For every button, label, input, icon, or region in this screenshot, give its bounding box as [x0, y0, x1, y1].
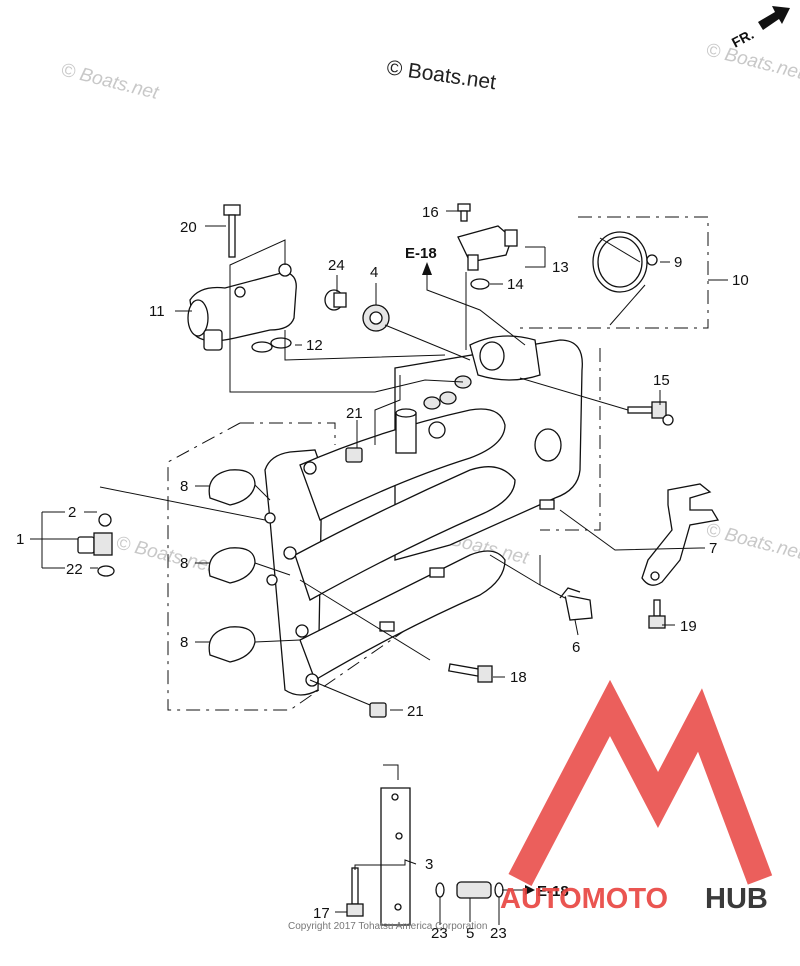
front-arrow-icon: [758, 6, 790, 30]
bracket-7: [641, 483, 720, 586]
callout-19: 19: [680, 618, 697, 635]
outline-21: [240, 422, 336, 445]
front-arrow: FR.: [729, 6, 790, 51]
bolt-19: [648, 599, 666, 629]
ref-label: E-18: [537, 883, 569, 900]
up-arrow-icon: [422, 262, 432, 275]
bolt-20: [223, 204, 241, 258]
cap-24: [324, 289, 347, 311]
outline-manifold: [167, 422, 421, 711]
leader-lines: [30, 210, 728, 925]
logo-text-left: AUTOMOTO: [500, 883, 668, 915]
gasket-22: [97, 565, 115, 577]
washer-23-left: [435, 882, 445, 898]
watermark: © Boats.net: [704, 519, 800, 564]
logo-mark: [508, 679, 773, 887]
ref-label: E-18: [405, 245, 437, 262]
ref-e18-top: E-18: [405, 245, 437, 275]
callout-12: 12: [306, 337, 323, 354]
callout-23-left: 23: [431, 925, 448, 942]
watermark: © Boats.net: [114, 532, 216, 577]
automotohub-logo: AUTOMOTO HUB: [500, 679, 773, 915]
watermark: © Boats.net: [704, 39, 800, 84]
callout-23-right: 23: [490, 925, 507, 942]
bolt-17: [346, 867, 364, 917]
callout-18: 18: [510, 669, 527, 686]
callout-16: 16: [422, 204, 439, 221]
callout-2: 2: [68, 504, 76, 521]
o-ring-14: [470, 278, 490, 290]
outline-10-lower: [540, 348, 601, 531]
callout-15: 15: [653, 372, 670, 389]
gear-4: [362, 304, 390, 332]
screw-16: [457, 203, 471, 222]
watermark: © Boats.net: [59, 59, 161, 104]
clip-6: [559, 587, 593, 621]
callout-17: 17: [313, 905, 330, 922]
intake-manifold: [264, 335, 583, 696]
nut-21-top: [345, 447, 363, 463]
callout-6: 6: [572, 639, 580, 656]
callout-8-top: 8: [180, 478, 188, 495]
footer-copyright: Copyright 2017 Tohatsu America Corporati…: [288, 921, 487, 932]
plate-3: [380, 787, 411, 926]
gasket-9: [592, 231, 658, 293]
copyright-text: © Boats.net: [385, 56, 497, 94]
callout-4: 4: [370, 264, 378, 281]
hose-bands-8: [208, 469, 256, 663]
callout-8-mid: 8: [180, 555, 188, 572]
callout-21-bottom: 21: [407, 703, 424, 720]
outline-10: [520, 216, 709, 329]
callout-13: 13: [552, 259, 569, 276]
callout-20: 20: [180, 219, 197, 236]
fitting-5: [456, 881, 492, 899]
logo-text-right: HUB: [705, 883, 768, 915]
map-sensor-13: [457, 225, 518, 271]
callout-5: 5: [466, 925, 474, 942]
callout-14: 14: [507, 276, 524, 293]
callout-22: 22: [66, 561, 83, 578]
spacer-tube: [395, 408, 417, 454]
callout-7: 7: [709, 540, 717, 557]
callout-numbers: 20 11 12 24 4 16 13 14 9 10 15 21 8 8 8 …: [16, 204, 749, 942]
callout-8-bottom: 8: [180, 634, 188, 651]
right-arrow-icon: [525, 885, 535, 895]
ref-e18-bottom: E-18: [525, 883, 569, 900]
callout-11: 11: [149, 303, 165, 320]
callout-9: 9: [674, 254, 682, 271]
callout-1: 1: [16, 531, 24, 548]
sensor-1: [77, 513, 113, 556]
callout-10: 10: [732, 272, 749, 289]
bolt-15: [627, 401, 674, 426]
callout-24: 24: [328, 257, 345, 274]
callout-3: 3: [425, 856, 433, 873]
callout-21-top: 21: [346, 405, 363, 422]
nut-21-bottom: [369, 702, 387, 718]
o-rings-12: [251, 337, 292, 353]
idle-air-control-valve: [187, 263, 297, 351]
bolt-18: [448, 663, 493, 683]
